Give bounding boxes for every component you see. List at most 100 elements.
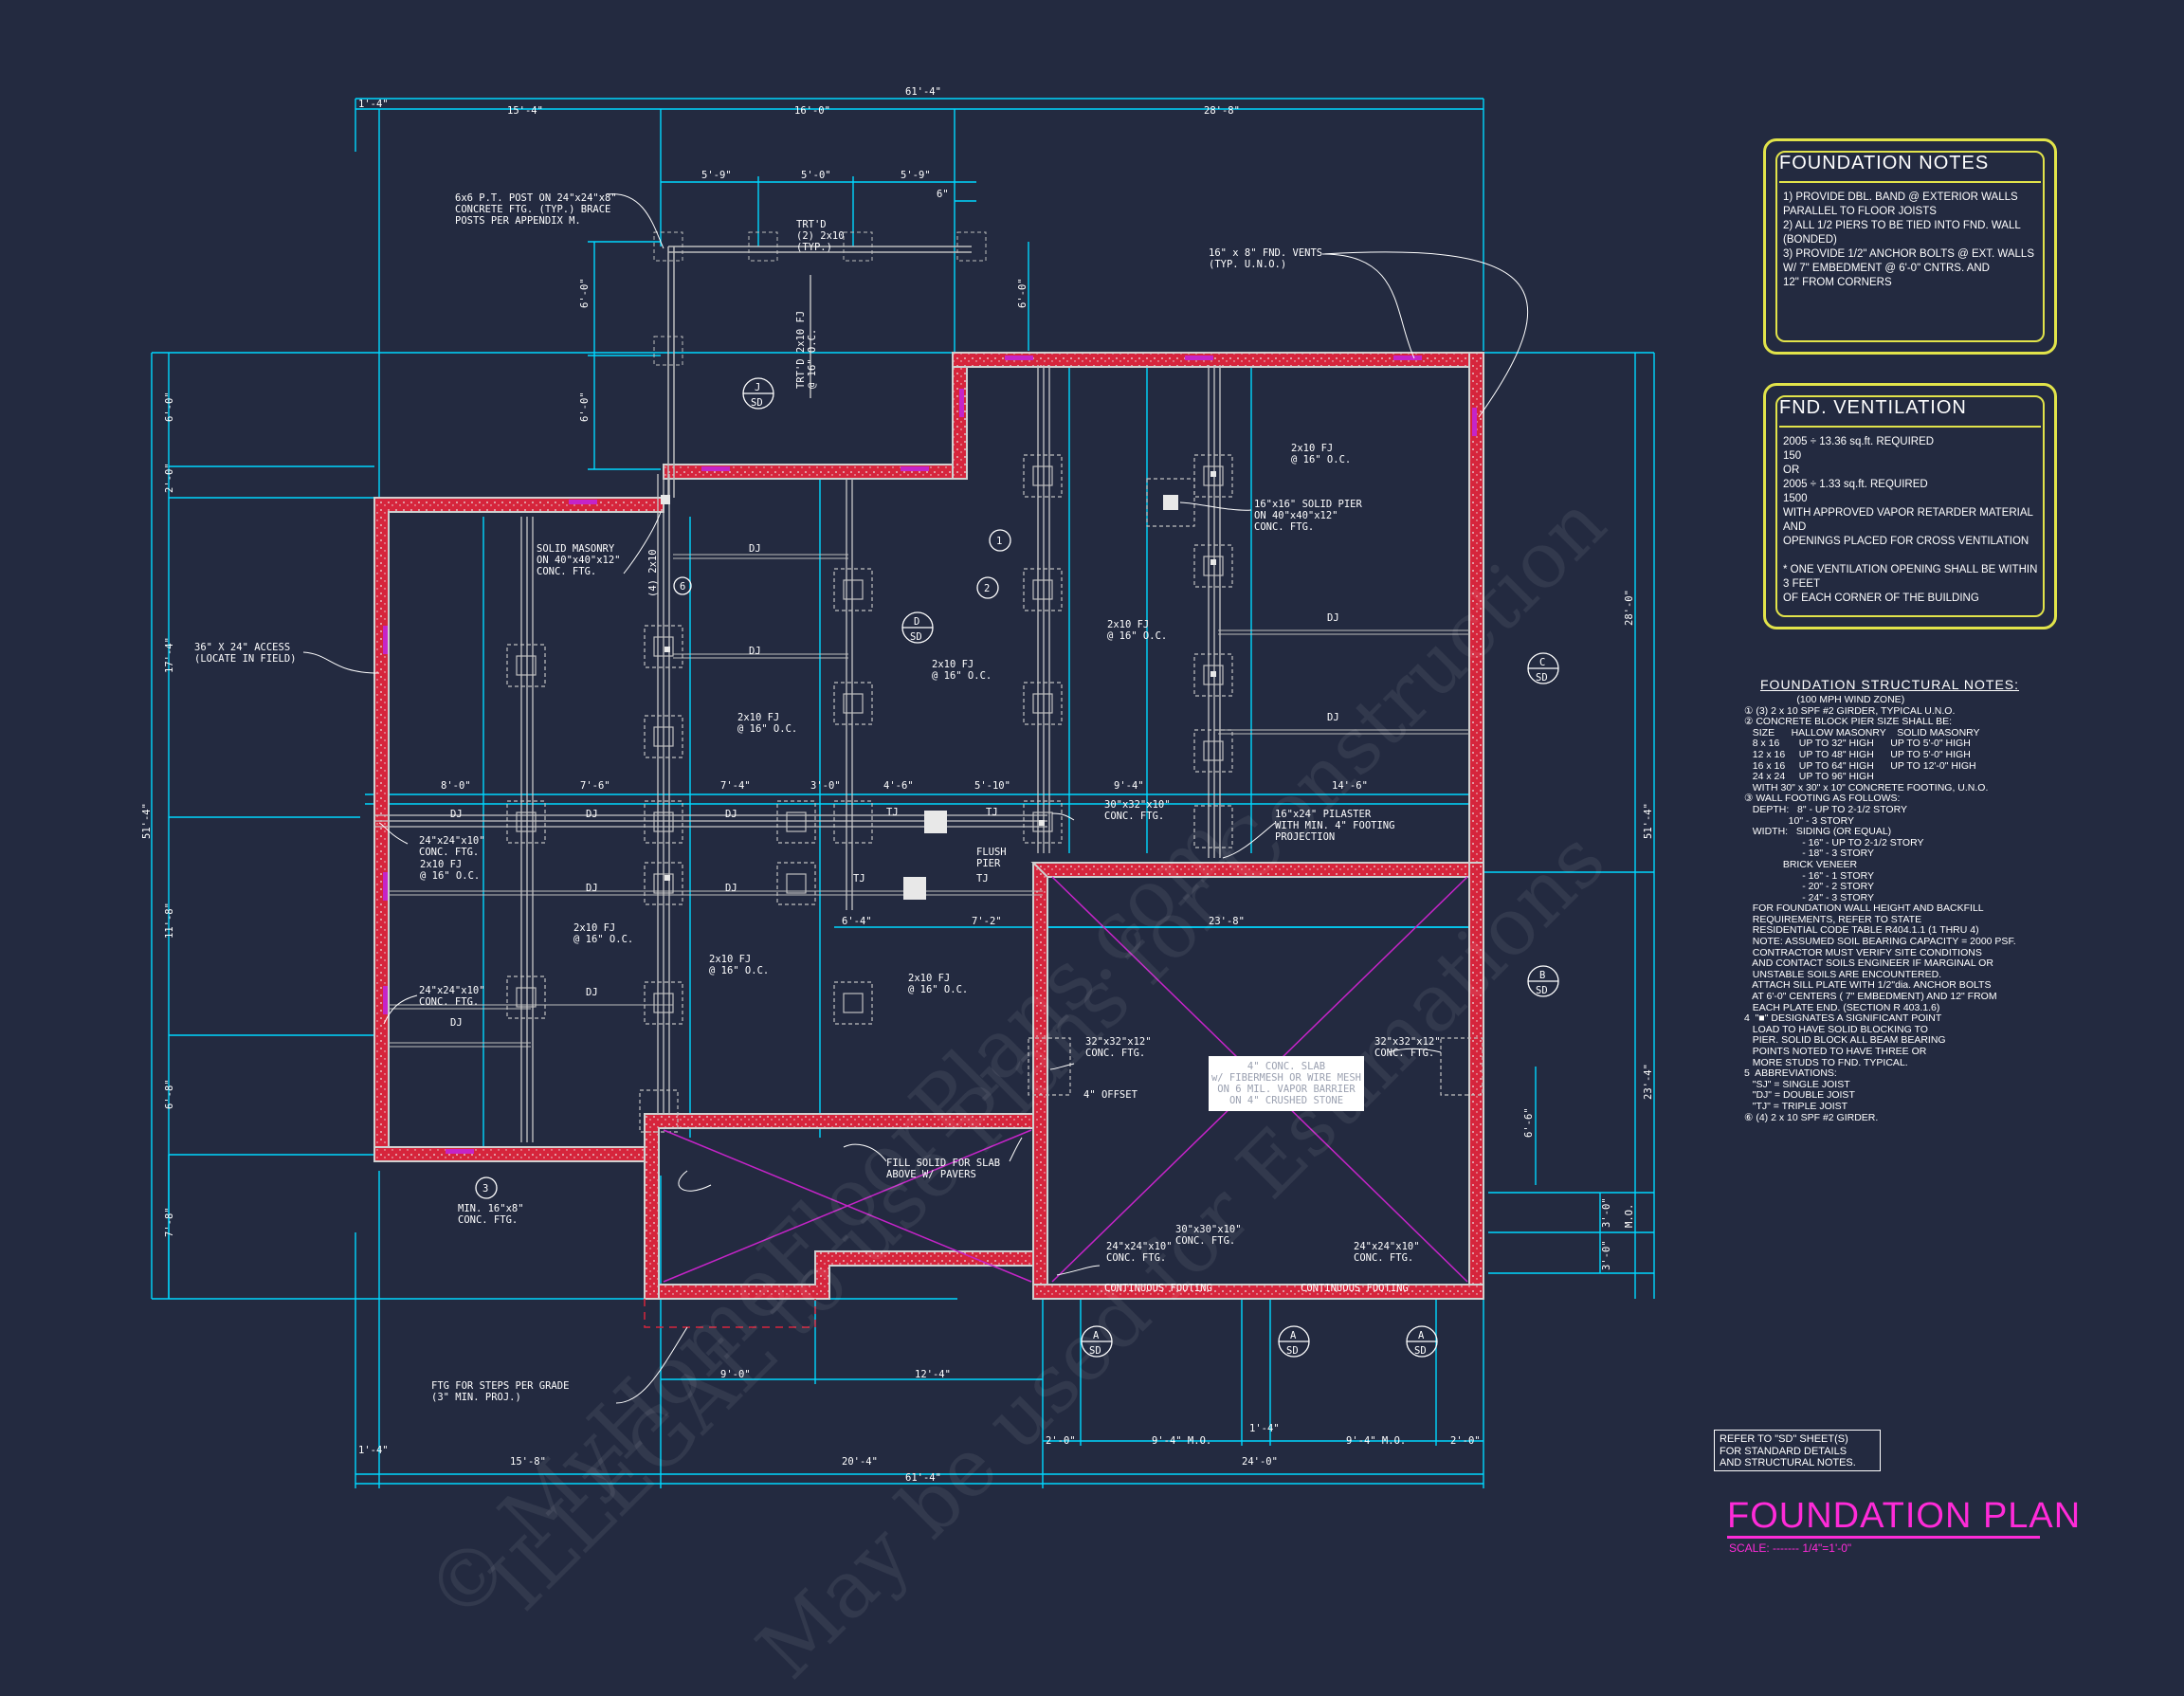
floor-joist-note: 2x10 FJ@ 16" O.C. [1107, 619, 1167, 642]
section-markers [475, 377, 1559, 1358]
floor-joist-note: 2x10 FJ@ 16" O.C. [420, 859, 480, 882]
dim-bot-k: 24'-0" [1242, 1456, 1278, 1468]
slab-note-box [1209, 1056, 1364, 1111]
dim-row-g: 9'-4" [1114, 780, 1144, 792]
floor-joist-note: 2x10 FJ@ 16" O.C. [932, 659, 992, 682]
foundation-notes-body: 1) PROVIDE DBL. BAND @ EXTERIOR WALLS PA… [1783, 191, 2034, 288]
dim-right-b: 23'-4" [1643, 1064, 1654, 1100]
dim-bot-h: 1'-4" [1249, 1423, 1280, 1434]
dj-label: DJ [586, 883, 598, 894]
dim-right-mo: M.O. [1624, 1204, 1635, 1228]
piers [506, 454, 1483, 1133]
dim-porch-d: 6" [937, 189, 949, 200]
refer-sd-note: REFER TO "SD" SHEET(S) FOR STANDARD DETA… [1714, 1430, 1881, 1471]
dim-row-j: 7'-2" [972, 916, 1002, 927]
dj-label: DJ [1327, 712, 1339, 723]
dim-right-overall: 51'-4" [1643, 803, 1654, 839]
plan-title-underline [1727, 1536, 2040, 1539]
wall-top-left [373, 497, 664, 1148]
dim-top-overall: 61'-4" [905, 86, 941, 98]
wall-bottom-slab [658, 1250, 1044, 1300]
dim-porch-c: 5'-9" [901, 170, 931, 181]
dim-bot-d: 9'-0" [720, 1369, 751, 1380]
dim-row-d: 3'-0" [810, 780, 841, 792]
dim-row-c: 7'-4" [720, 780, 751, 792]
dim-row-h: 14'-6" [1332, 780, 1368, 792]
dim-top-a: 1'-4" [358, 99, 389, 110]
wall-garage-right [1468, 862, 1484, 1300]
dj-label: DJ [586, 987, 598, 998]
trtd-girder-note: TRT'D(2) 2x10(TYP.) [796, 219, 845, 253]
dim-bot-f: 2'-0" [1046, 1435, 1076, 1447]
vents-note: 16" x 8" FND. VENTS(TYP. U.N.O.) [1209, 247, 1322, 270]
floor-joist-note: 2x10 FJ@ 16" O.C. [737, 712, 797, 735]
dim-left-a: 6'-0" [164, 392, 175, 422]
foundation-walls [373, 352, 1484, 1300]
section-c-bottom: SD [1536, 672, 1548, 684]
foundation-plan-sheet: 61'-4" 1'-4" 15'-4" 16'-0" 28'-8" 5'-9" … [141, 86, 2080, 1696]
section-b-top: B [1539, 970, 1545, 981]
trtd-floor-joist-note: TRT'D 2x10 FJ@ 16" O.C. [795, 311, 818, 389]
dj-label: DJ [725, 809, 737, 820]
floor-joist-note: 2x10 FJ@ 16" O.C. [908, 973, 968, 995]
dim-bot-j: 2'-0" [1450, 1435, 1481, 1447]
post-note: 6x6 P.T. POST ON 24"x24"x8"CONCRETE FTG.… [455, 192, 617, 227]
dim-porch-left: 6'-0" [579, 278, 591, 308]
section-b-bottom: SD [1536, 985, 1548, 996]
dj-label: DJ [450, 1017, 463, 1029]
tj-label: TJ [853, 873, 865, 884]
dim-left-b: 2'-0" [164, 463, 175, 493]
wall-garage-top [1030, 862, 1484, 878]
section-d-bottom: SD [910, 631, 922, 643]
dim-row-l: 6'-6" [1523, 1107, 1535, 1138]
dj-label: DJ [1327, 612, 1339, 624]
girder-4-label: (4) 2x10 [647, 549, 659, 597]
floor-joist-note: 2x10 FJ@ 16" O.C. [709, 954, 769, 976]
footing-32-note: 32"x32"x12"CONC. FTG. [1085, 1036, 1152, 1059]
girders [374, 365, 1221, 1142]
tj-label: TJ [976, 873, 989, 884]
footing-30x30-note: 30"x30"x10"CONC. FTG. [1175, 1224, 1242, 1247]
foundation-vents [383, 356, 1477, 1154]
dim-bot-i: 9'-4" M.O. [1346, 1435, 1406, 1447]
tag-3: 3 [482, 1183, 488, 1194]
leader-lines [302, 193, 1528, 1404]
dim-right-a: 28'-0" [1624, 590, 1635, 626]
section-a-bottom: SD [1414, 1345, 1427, 1357]
continuous-footing-label: CONTINUOUS FOOTING [1104, 1283, 1212, 1294]
section-a-top: A [1290, 1330, 1297, 1341]
dimension-lines [151, 98, 1655, 1488]
dim-porch-b: 5'-0" [801, 170, 831, 181]
double-joists [389, 554, 1469, 1048]
dim-row-k: 23'-8" [1209, 916, 1245, 927]
dim-row-b: 7'-6" [580, 780, 610, 792]
footing-32-note: 32"x32"x12"CONC. FTG. [1374, 1036, 1441, 1059]
tag-1: 1 [996, 536, 1002, 547]
foundation-plan-drawing: 61'-4" 1'-4" 15'-4" 16'-0" 28'-8" 5'-9" … [141, 86, 1655, 1488]
dim-porch-a: 5'-9" [701, 170, 732, 181]
floor-joist-note: 2x10 FJ@ 16" O.C. [1291, 443, 1351, 465]
access-note: 36" X 24" ACCESS(LOCATE IN FIELD) [194, 642, 296, 665]
section-d-top: D [914, 616, 919, 628]
section-a-bottom: SD [1089, 1345, 1101, 1357]
foundation-notes-panel: FOUNDATION NOTES 1) PROVIDE DBL. BAND @ … [1763, 138, 2057, 355]
footing-24-note: 24"x24"x10"CONC. FTG. [1106, 1241, 1173, 1264]
dim-top-b: 15'-4" [507, 105, 543, 117]
steps-outline [644, 1299, 816, 1328]
dim-top-c: 16'-0" [794, 105, 830, 117]
dj-label: DJ [450, 809, 463, 820]
dj-label: DJ [749, 543, 761, 555]
dj-label: DJ [725, 883, 737, 894]
section-a-top: A [1418, 1330, 1425, 1341]
dim-right-d: 3'-0" [1601, 1240, 1612, 1270]
dim-left-c: 17'-4" [164, 637, 175, 673]
wall-garage-left [1032, 862, 1048, 1300]
dim-bot-b: 15'-8" [510, 1456, 546, 1468]
dj-label: DJ [749, 646, 761, 657]
